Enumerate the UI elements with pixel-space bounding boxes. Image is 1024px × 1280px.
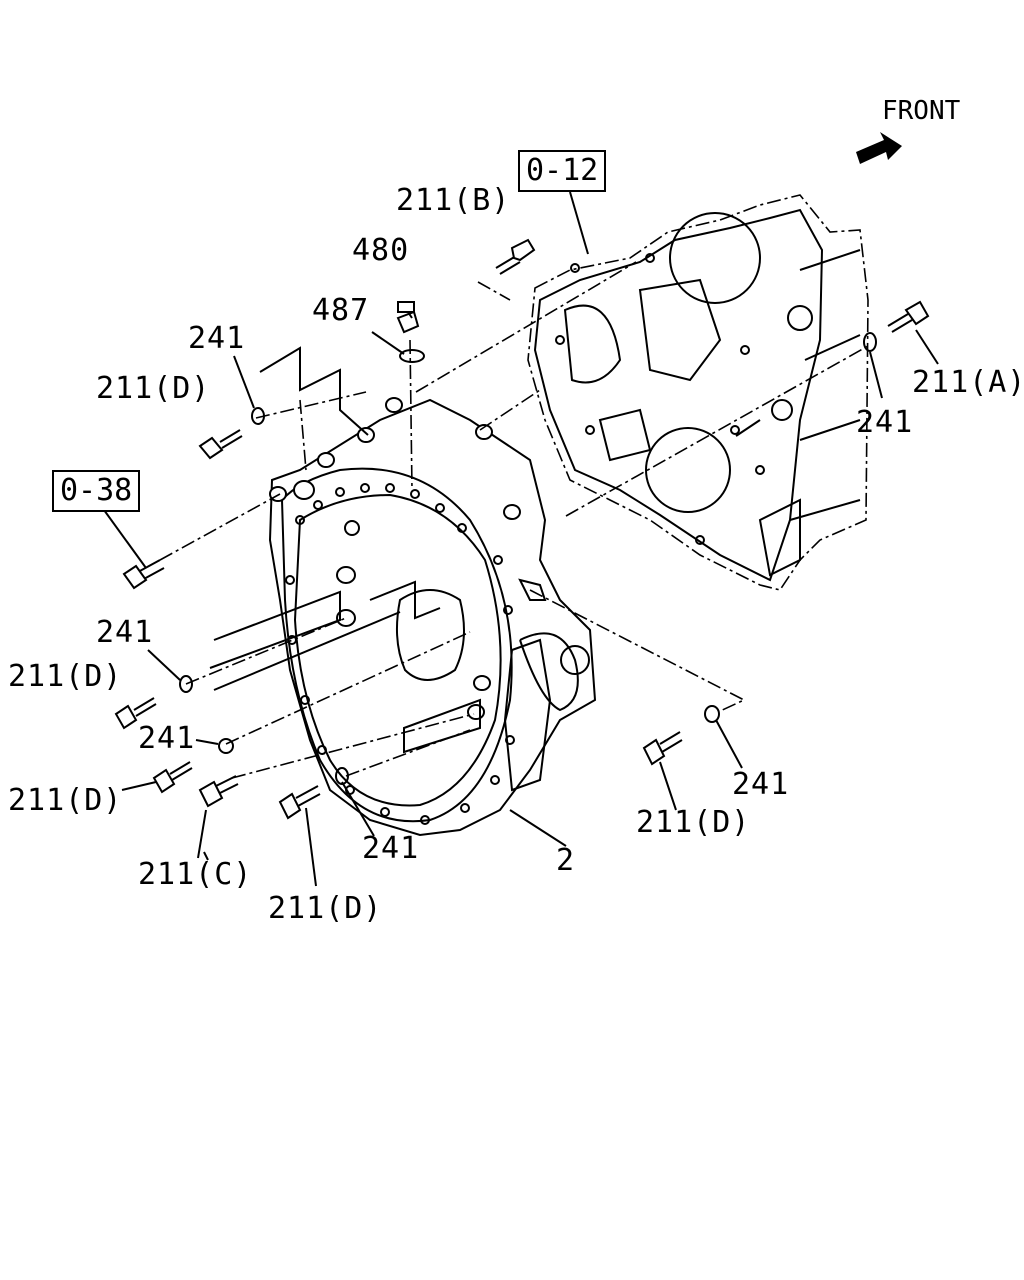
engine-block (527, 194, 869, 591)
callout-211c: 211(C) (138, 857, 253, 892)
bolt-211d-left-icon (114, 697, 157, 730)
front-label: FRONT (882, 96, 961, 126)
callout-487: 487 (312, 293, 370, 328)
callout-480: 480 (352, 233, 410, 268)
callout-211a: 211(A) (912, 365, 1024, 400)
washer-487-icon (399, 349, 425, 363)
washer-241-low-icon (218, 738, 234, 754)
callout-211d-bottom: 211(D) (268, 891, 383, 926)
washer-241-br-icon (704, 705, 720, 723)
washer-241-right-icon (863, 332, 877, 352)
callout-241-top: 241 (188, 321, 246, 356)
bolt-211a-icon (887, 300, 930, 333)
bolt-0-38-icon (122, 559, 165, 590)
bolt-211c-icon (198, 775, 239, 808)
callout-211b: 211(B) (396, 183, 511, 218)
bolt-211d-right-icon (642, 731, 683, 766)
callout-241-br: 241 (732, 767, 790, 802)
bolt-211d-low-icon (152, 761, 193, 794)
housing-bosses (269, 397, 521, 720)
reference-box-0-12[interactable]: 0-12 (518, 150, 607, 192)
flywheel-housing (268, 397, 597, 837)
callout-241-mid: 241 (96, 615, 154, 650)
washer-241-bottom-icon (335, 767, 349, 785)
fasteners (114, 238, 930, 820)
bolt-480-icon (396, 301, 420, 334)
bolt-211d-bottom-icon (278, 785, 321, 820)
callout-241-right: 241 (856, 405, 914, 440)
leader-lines (103, 191, 939, 887)
washer-241-top-icon (251, 407, 265, 425)
callout-2: 2 (556, 843, 576, 878)
callout-211d-left: 211(D) (8, 659, 123, 694)
reference-box-0-38[interactable]: 0-38 (52, 470, 141, 512)
callout-211d-low: 211(D) (8, 783, 123, 818)
callout-241-bottom: 241 (362, 831, 420, 866)
callout-211d-top: 211(D) (96, 371, 211, 406)
bolt-211b-icon (495, 238, 536, 275)
washer-241-mid-icon (179, 675, 193, 693)
callout-211d-right: 211(D) (636, 805, 751, 840)
bolt-211d-top-icon (198, 429, 243, 460)
housing-bolt-holes (285, 483, 515, 825)
front-arrow-icon (856, 132, 902, 164)
callout-241-low: 241 (138, 721, 196, 756)
